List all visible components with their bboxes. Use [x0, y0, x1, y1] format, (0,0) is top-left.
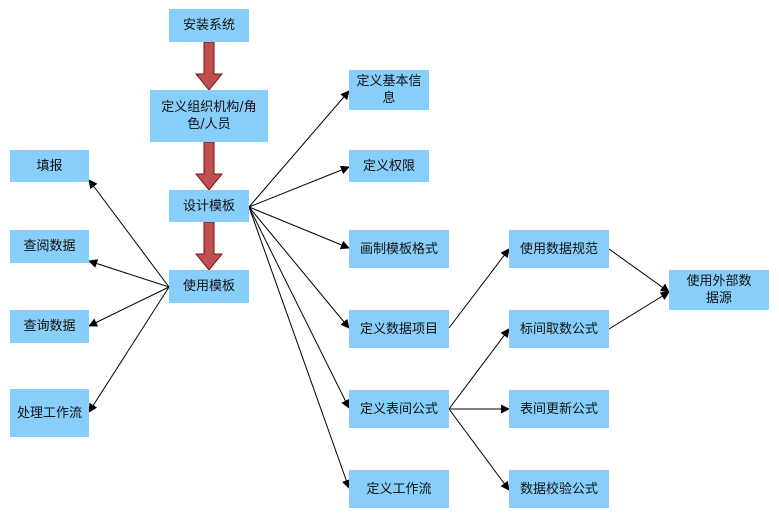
- edge-design-to-workflow: [248, 206, 351, 489]
- edge-design-to-data-items: [248, 206, 350, 329]
- edge-design-to-table-formula: [248, 206, 350, 409]
- node-install-system: 安装系统: [169, 9, 249, 42]
- node-update-formula: 表间更新公式: [509, 390, 609, 428]
- node-data-items: 定义数据项目: [349, 310, 449, 348]
- node-data-spec: 使用数据规范: [509, 230, 609, 268]
- node-check-formula: 数据校验公式: [509, 470, 609, 508]
- node-basic-info: 定义基本信息: [349, 70, 429, 110]
- edge-fetch-to-external: [608, 291, 670, 330]
- node-define-org: 定义组织机构/角色/人员: [150, 90, 268, 142]
- node-use-template: 使用模板: [169, 270, 249, 303]
- edge-design-to-basic-info: [248, 90, 350, 208]
- edge-formula-to-check: [448, 408, 510, 491]
- edge-design-to-draw-format: [248, 206, 350, 250]
- edge-formula-to-fetch: [448, 328, 510, 410]
- node-process-workflow: 处理工作流: [10, 389, 89, 437]
- edge-use-to-view: [88, 259, 170, 288]
- node-fetch-formula: 标间取数公式: [509, 310, 609, 348]
- edge-design-to-permissions: [248, 165, 350, 208]
- edge-spec-to-external: [608, 248, 670, 293]
- edge-use-to-fill: [88, 179, 170, 288]
- edge-use-to-workflow: [88, 286, 170, 413]
- node-draw-format: 画制模板格式: [349, 230, 449, 268]
- flow-arrow-org-to-design: [194, 141, 224, 191]
- flow-arrow-design-to-use: [194, 221, 224, 271]
- node-table-formula: 定义表间公式: [349, 390, 449, 428]
- node-design-template: 设计模板: [169, 190, 249, 222]
- node-view-data: 查阅数据: [10, 230, 89, 263]
- node-permissions: 定义权限: [349, 150, 429, 182]
- node-fill-report: 填报: [10, 150, 89, 182]
- node-external-source: 使用外部数据源: [669, 270, 769, 310]
- edge-items-to-spec: [448, 248, 510, 329]
- edge-use-to-query: [88, 286, 170, 327]
- node-query-data: 查询数据: [10, 310, 89, 343]
- flow-arrow-install-to-org: [194, 41, 224, 91]
- node-define-workflow: 定义工作流: [349, 470, 449, 508]
